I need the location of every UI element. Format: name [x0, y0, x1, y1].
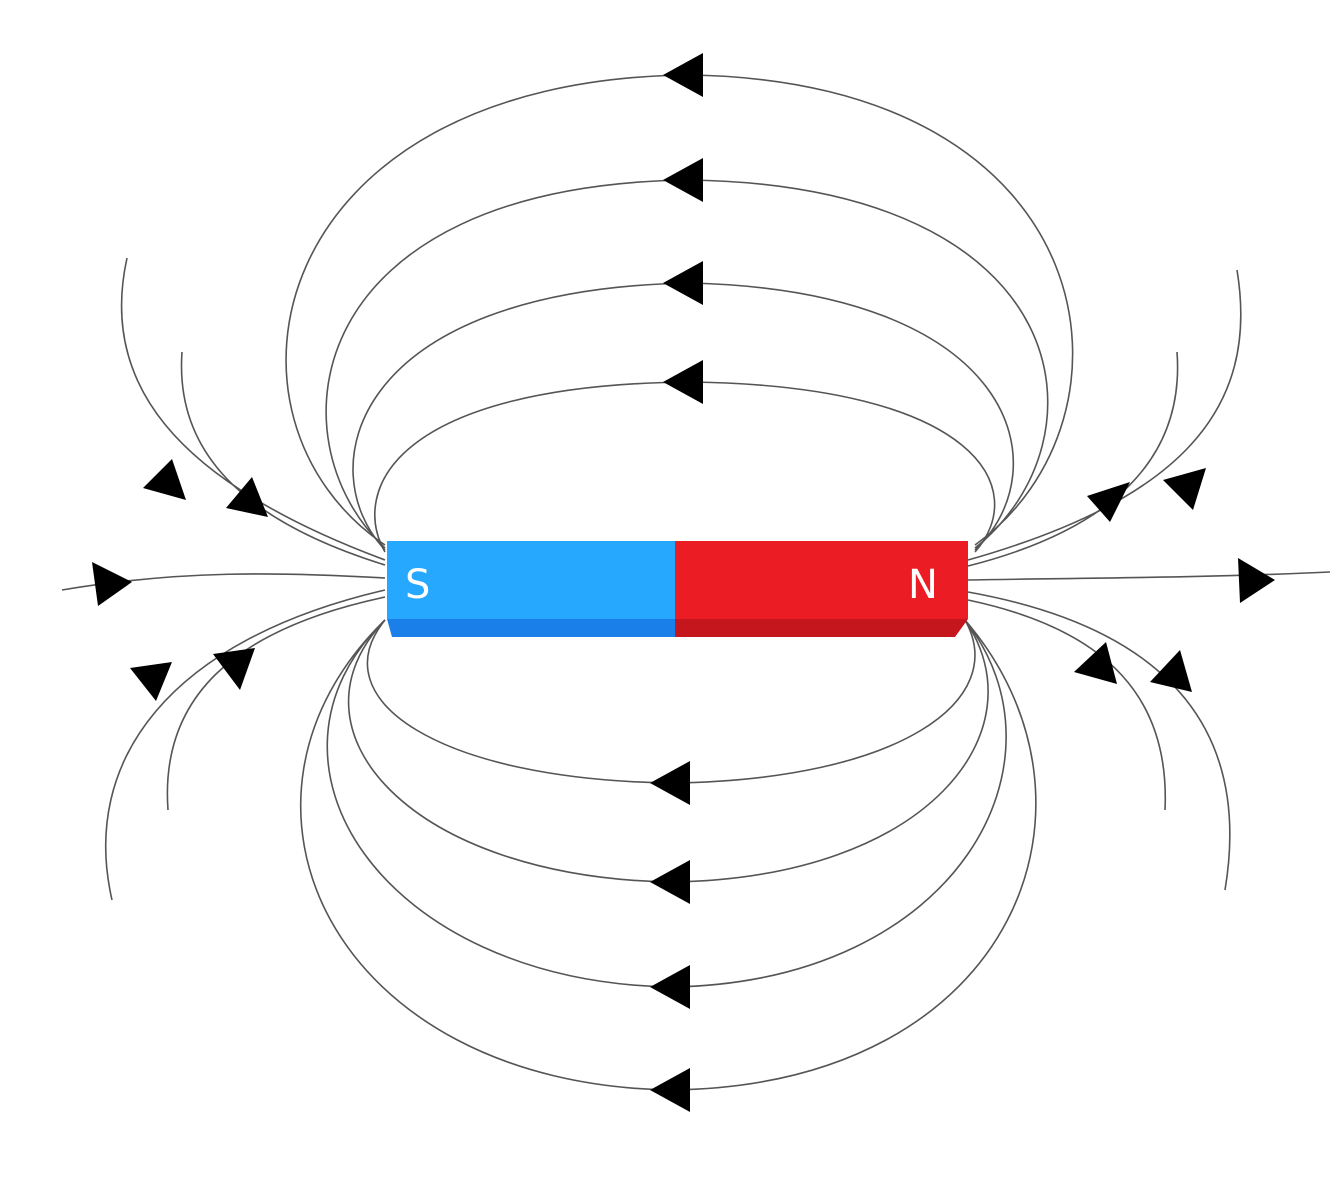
north-pole-body — [675, 541, 968, 619]
arrow-bottom-2 — [650, 860, 690, 904]
south-pole-label: S — [405, 562, 430, 608]
arrow-left-upper-outer — [143, 459, 186, 500]
south-pole-shade — [387, 619, 677, 637]
bar-magnet: S N — [387, 541, 968, 637]
field-line-top-1 — [285, 74, 1074, 546]
field-line-left-upper-inner — [180, 351, 386, 566]
field-line-top-2 — [325, 179, 1049, 549]
field-line-bottom-1 — [366, 619, 976, 784]
field-line-right-lower-inner — [967, 599, 1167, 811]
arrow-top-3 — [663, 261, 703, 305]
north-pole-shade — [675, 619, 968, 637]
field-line-top-3 — [352, 282, 1015, 551]
arrow-right-lower-outer — [1150, 650, 1192, 692]
field-line-right-lower-outer — [967, 591, 1231, 891]
field-line-left-lower-outer — [104, 589, 386, 901]
south-pole-body — [387, 541, 677, 619]
field-line-left-upper-outer — [120, 257, 386, 561]
arrow-bottom-1 — [650, 761, 690, 805]
field-line-bottom-2 — [347, 619, 989, 883]
arrow-right-upper-outer — [1163, 468, 1206, 510]
arrow-bottom-4 — [650, 1068, 690, 1112]
field-line-bottom-4 — [300, 619, 1037, 1091]
field-line-bottom-3 — [326, 619, 1007, 988]
arrow-top-2 — [663, 158, 703, 202]
arrow-left-middle — [92, 562, 132, 606]
arrow-right-lower-inner — [1074, 642, 1117, 684]
arrow-right-middle — [1238, 558, 1275, 603]
field-line-right-upper-outer — [967, 269, 1242, 561]
field-line-left-lower-inner — [166, 596, 386, 811]
arrow-left-upper-inner — [226, 477, 268, 517]
arrow-left-lower-outer — [130, 662, 172, 701]
field-line-top-4 — [374, 381, 996, 553]
arrow-right-upper-inner — [1087, 482, 1130, 522]
field-line-right-upper-inner — [967, 351, 1179, 567]
field-line-right-middle — [967, 571, 1331, 581]
north-pole-label: N — [908, 562, 938, 608]
arrow-bottom-3 — [650, 965, 690, 1009]
arrow-top-4 — [663, 360, 703, 404]
arrow-top-1 — [663, 53, 703, 97]
arrow-left-lower-inner — [213, 648, 255, 690]
